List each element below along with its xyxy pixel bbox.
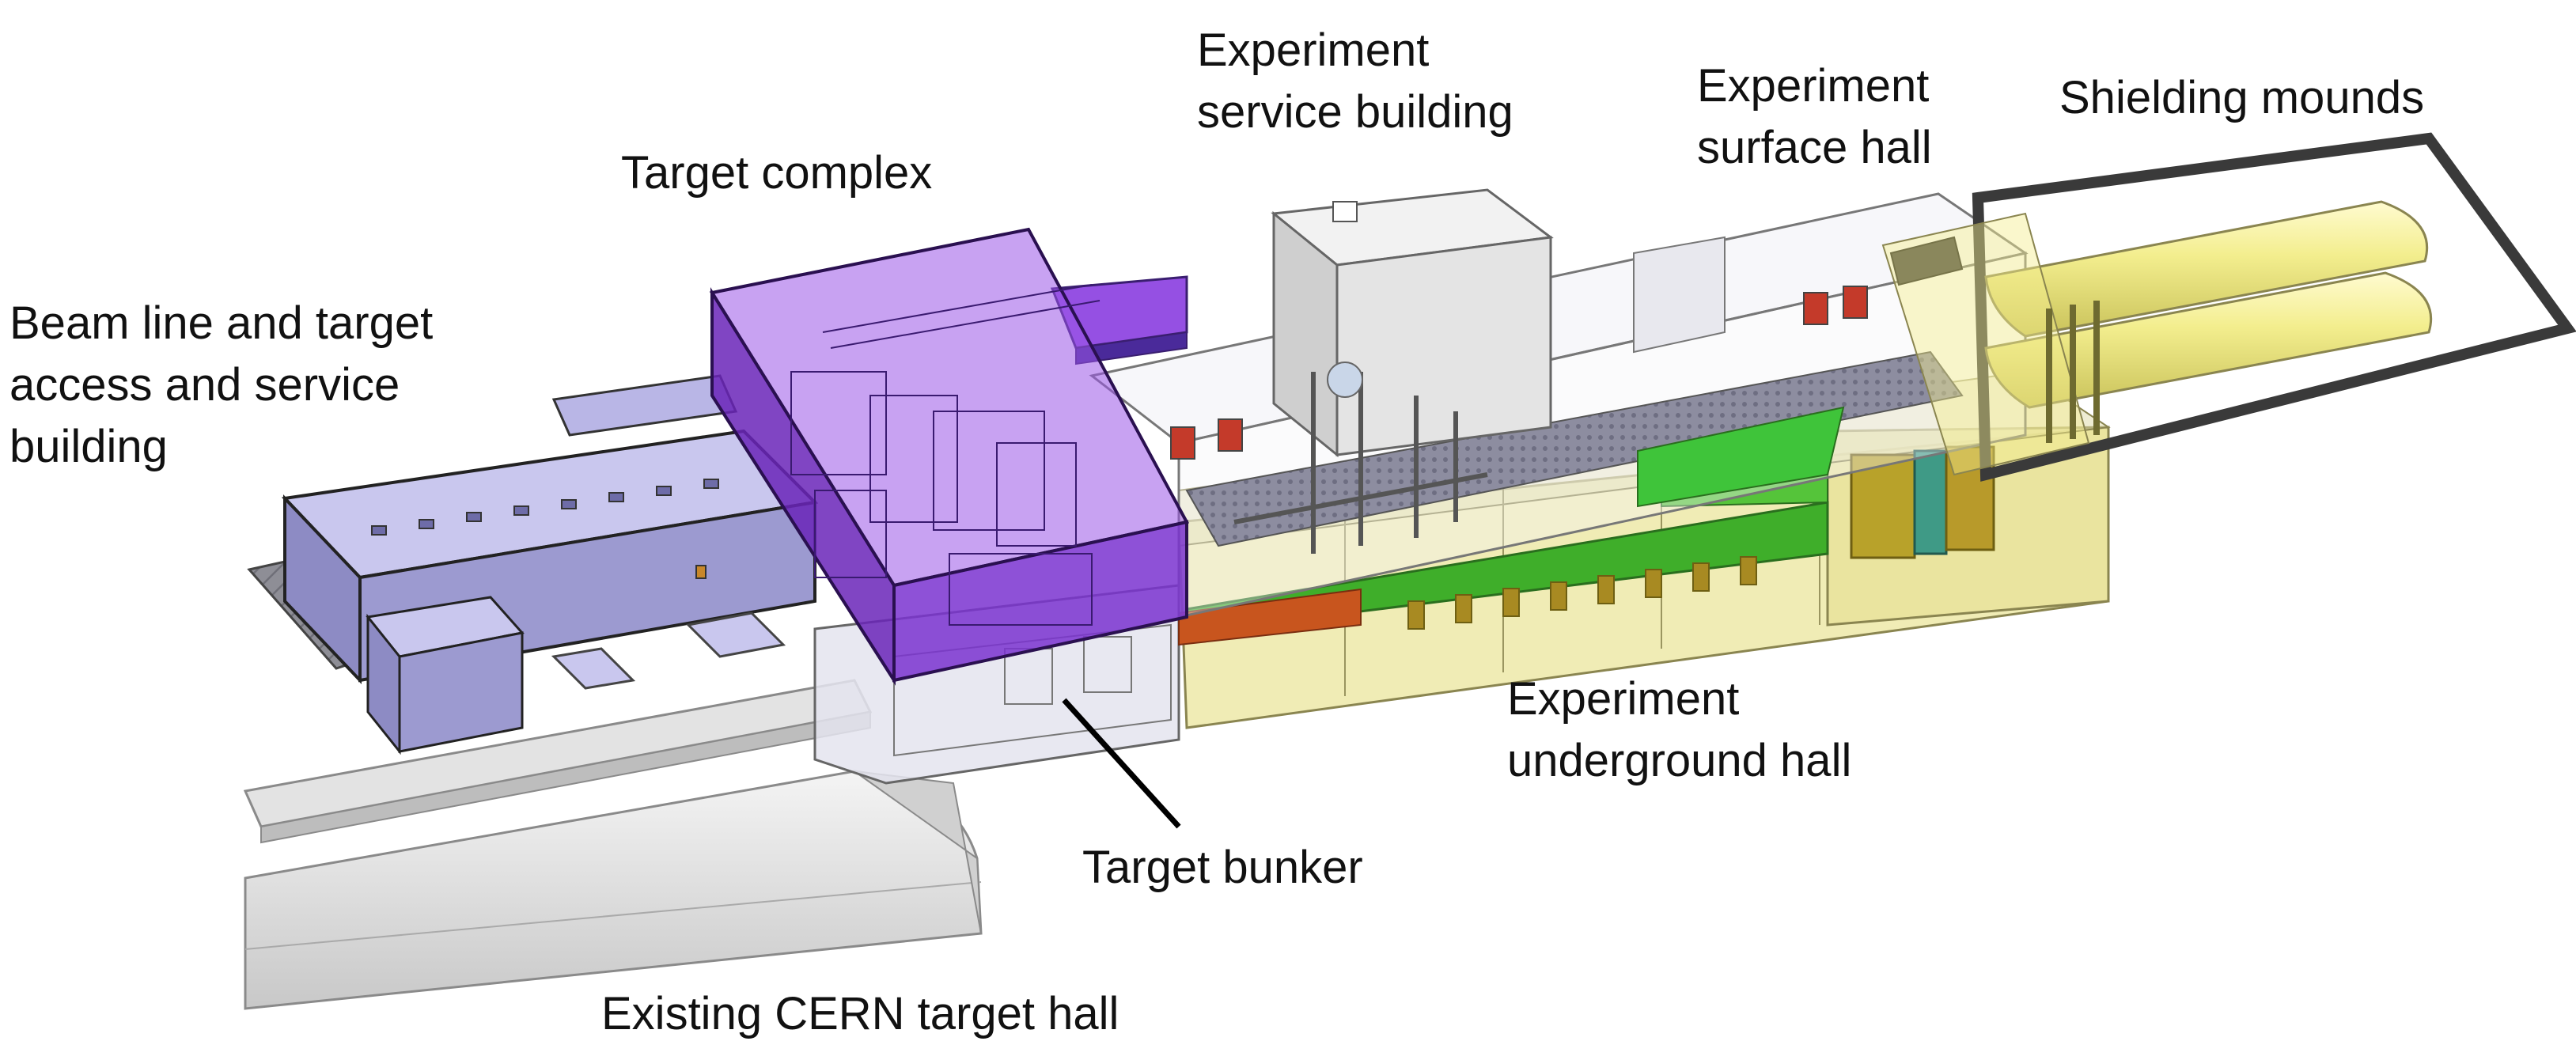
label-experiment-surface-line-1: Experiment [1697, 60, 1930, 112]
label-experiment-underground-line-2: underground hall [1507, 735, 1852, 786]
label-beam-line-line-1: Beam line and target [9, 297, 434, 349]
shielding-mounds [1881, 132, 2576, 482]
label-experiment-underground-hall: Experiment underground hall [1507, 668, 1851, 792]
label-experiment-service-line-1: Experiment [1197, 25, 1430, 76]
label-experiment-service-building: Experiment service building [1197, 20, 1513, 143]
label-beam-line-building: Beam line and target access and service … [9, 293, 433, 478]
label-experiment-underground-line-1: Experiment [1507, 673, 1740, 725]
label-target-complex: Target complex [621, 147, 933, 199]
target-bunker-pointer [1062, 698, 1181, 829]
target-complex [709, 227, 1190, 686]
label-experiment-surface-line-2: surface hall [1697, 122, 1932, 173]
label-experiment-surface-hall: Experiment surface hall [1697, 55, 1932, 179]
label-experiment-service-line-2: service building [1197, 86, 1513, 138]
label-target-bunker: Target bunker [1082, 842, 1363, 893]
label-existing-cern-target-hall: Existing CERN target hall [601, 988, 1119, 1039]
beam-line-service-building [247, 374, 819, 755]
cern-target-hall [243, 679, 983, 1010]
label-shielding-mounds: Shielding mounds [2059, 72, 2425, 123]
label-beam-line-line-3: building [9, 421, 168, 472]
experiment-service-building [1233, 188, 1554, 554]
label-beam-line-line-2: access and service [9, 359, 400, 411]
